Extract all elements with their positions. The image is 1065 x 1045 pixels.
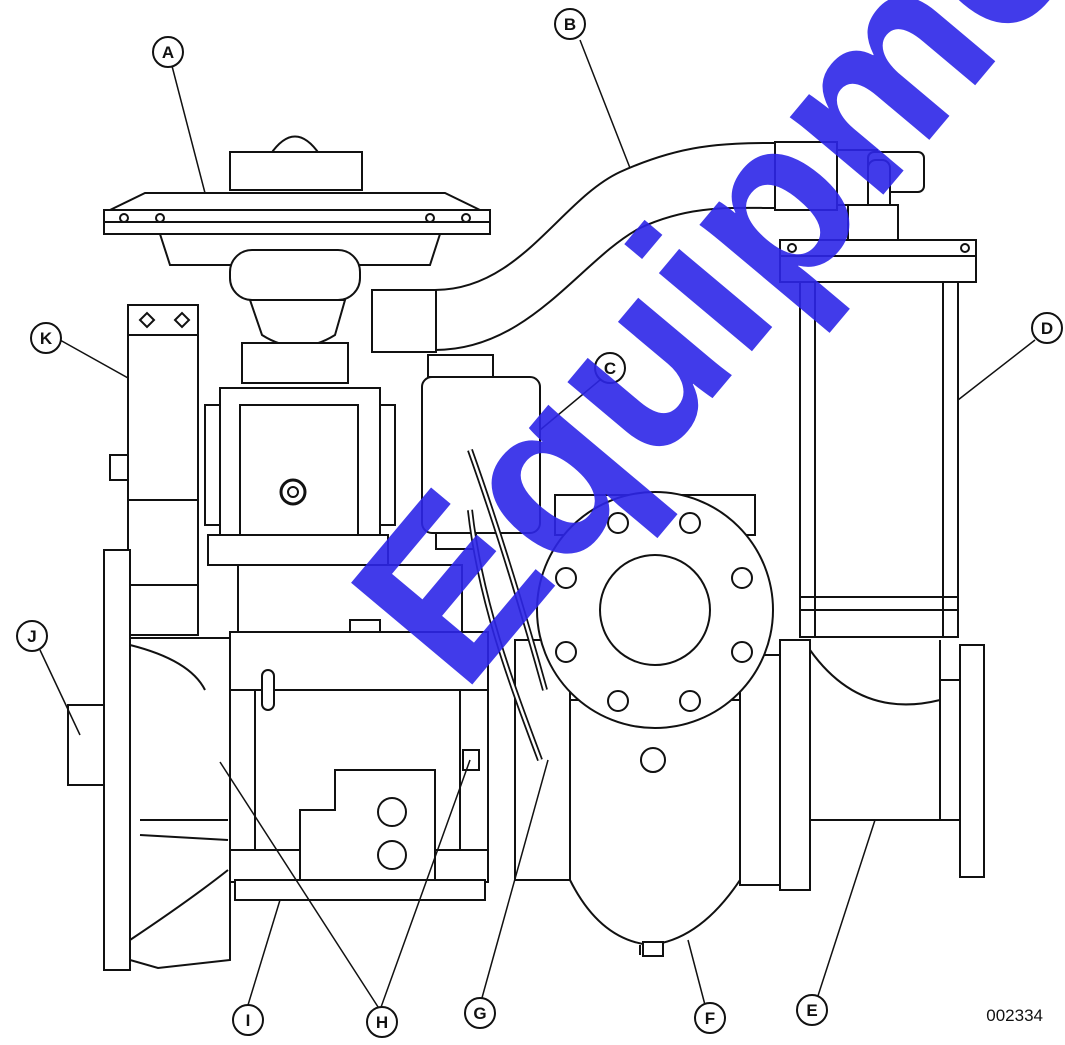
filter-housing [779, 239, 977, 638]
meter-body [204, 387, 463, 646]
outlet-elbow [809, 640, 985, 878]
callout-c: C [594, 352, 626, 384]
hose-pipe [371, 141, 925, 353]
callout-e: E [796, 994, 828, 1026]
svg-text:J: J [27, 627, 36, 646]
callout-h: H [366, 1006, 398, 1038]
callout-k: K [30, 322, 62, 354]
callout-g: G [464, 997, 496, 1029]
callouts: A B C D E F G H I J K [16, 8, 1063, 1038]
svg-text:A: A [162, 43, 174, 62]
drawing-number: 002334 [986, 1006, 1043, 1025]
leader-lines [39, 39, 1036, 1011]
callout-b: B [554, 8, 586, 40]
svg-text:E: E [806, 1001, 817, 1020]
mounting-bracket [109, 304, 199, 636]
callout-f: F [694, 1002, 726, 1034]
svg-text:B: B [564, 15, 576, 34]
svg-text:D: D [1041, 319, 1053, 338]
main-housing [209, 631, 489, 901]
callout-a: A [152, 36, 184, 68]
svg-text:F: F [705, 1009, 715, 1028]
svg-text:I: I [246, 1011, 251, 1030]
callout-i: I [232, 1004, 264, 1036]
inlet-flange [536, 491, 774, 729]
svg-text:K: K [40, 329, 53, 348]
hoses [467, 448, 548, 762]
top-motor-diaphragm [103, 135, 491, 384]
callout-j: J [16, 620, 48, 652]
end-cover [67, 549, 231, 971]
svg-text:G: G [473, 1004, 486, 1023]
solenoid-box [421, 354, 541, 550]
svg-text:C: C [604, 359, 616, 378]
callout-d: D [1031, 312, 1063, 344]
svg-text:H: H [376, 1013, 388, 1032]
